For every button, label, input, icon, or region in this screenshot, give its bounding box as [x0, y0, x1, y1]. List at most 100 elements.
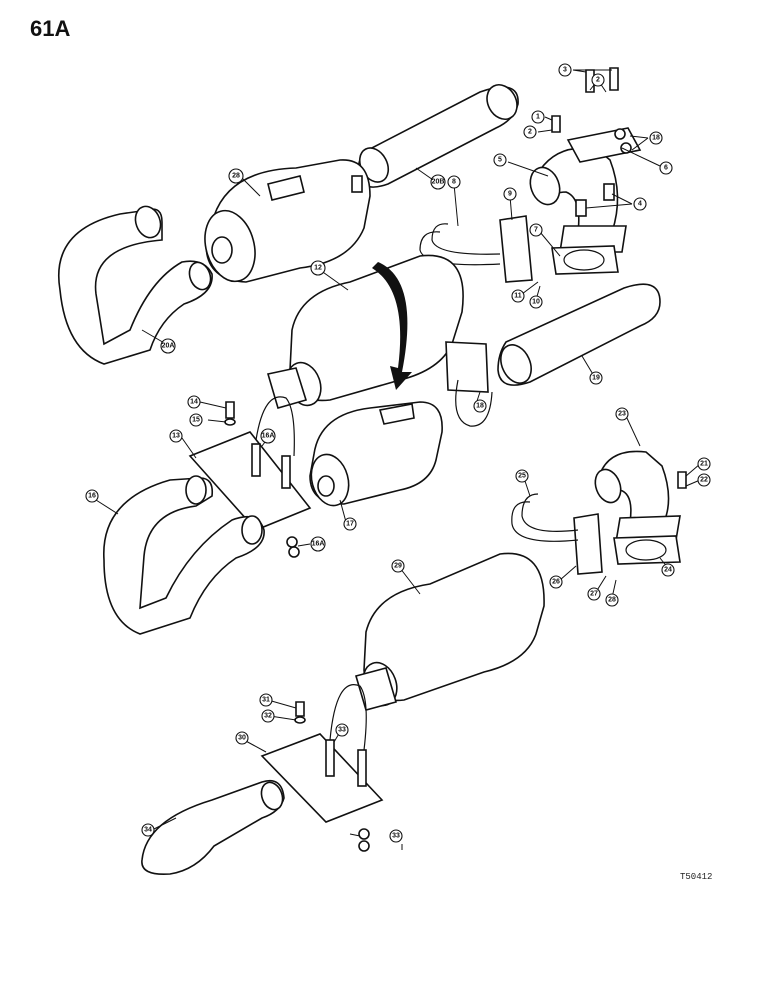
callout-16: 16 — [85, 489, 99, 503]
page-label: 61A — [30, 16, 71, 41]
elbow-23 — [594, 450, 681, 543]
muffler-29 — [355, 552, 545, 711]
callout-2: 2 — [523, 125, 537, 139]
svg-text:23: 23 — [618, 411, 626, 418]
svg-text:26: 26 — [552, 579, 560, 586]
callout-25: 25 — [515, 469, 529, 483]
svg-text:3: 3 — [563, 67, 567, 74]
svg-text:12: 12 — [314, 265, 322, 272]
callout-34: 34 — [141, 823, 155, 837]
tailpipe-20a — [58, 205, 213, 365]
svg-text:34: 34 — [144, 827, 152, 834]
mounting-plate-30 — [260, 684, 384, 823]
svg-text:28: 28 — [232, 173, 240, 180]
callout-26: 26 — [549, 575, 563, 589]
tailpipe-16 — [103, 475, 265, 635]
callout-17: 17 — [343, 517, 357, 531]
callout-22: 22 — [697, 473, 711, 487]
callout-24: 24 — [661, 563, 675, 577]
callout-18: 18 — [473, 399, 487, 413]
callout-28: 28 — [228, 168, 244, 184]
tailpipe-34 — [141, 779, 285, 876]
callout-27: 27 — [587, 587, 601, 601]
svg-text:15: 15 — [192, 417, 200, 424]
clamp-bracket-18 — [445, 341, 493, 427]
bolts-3 — [585, 67, 619, 93]
callout-33: 33 — [335, 723, 349, 737]
svg-text:11: 11 — [514, 293, 522, 300]
callout-29: 29 — [391, 559, 405, 573]
callout-31: 31 — [259, 693, 273, 707]
svg-text:29: 29 — [394, 563, 402, 570]
svg-text:22: 22 — [700, 477, 708, 484]
callout-14: 14 — [187, 395, 201, 409]
callout-32: 32 — [261, 709, 275, 723]
svg-text:10: 10 — [532, 299, 540, 306]
svg-text:28: 28 — [608, 597, 616, 604]
callout-8: 8 — [447, 175, 461, 189]
tailpipe-19 — [497, 283, 661, 386]
gasket-7 — [551, 245, 619, 275]
svg-text:16A: 16A — [262, 433, 275, 440]
bolt-31 — [295, 701, 305, 717]
drawing-code: T50412 — [680, 872, 713, 882]
muffler-28 — [204, 159, 371, 283]
svg-text:9: 9 — [508, 191, 512, 198]
callout-4: 4 — [633, 197, 647, 211]
washer-32 — [294, 716, 306, 724]
svg-text:18: 18 — [652, 135, 660, 142]
callout-15: 15 — [189, 413, 203, 427]
direction-arrow — [372, 262, 412, 390]
nuts-16a — [286, 536, 300, 558]
svg-text:32: 32 — [264, 713, 272, 720]
svg-text:1: 1 — [536, 114, 540, 121]
bolt-14 — [225, 401, 235, 419]
svg-text:18: 18 — [476, 403, 484, 410]
muffler-12 — [266, 254, 464, 409]
svg-text:30: 30 — [238, 735, 246, 742]
clamp-bracket-9 — [419, 215, 533, 283]
svg-text:24: 24 — [664, 567, 672, 574]
clamp-bracket-26 — [511, 493, 603, 575]
nuts-18 — [614, 128, 632, 154]
svg-text:31: 31 — [262, 697, 270, 704]
svg-text:25: 25 — [518, 473, 526, 480]
svg-text:16A: 16A — [312, 541, 325, 548]
callout-30: 30 — [235, 731, 249, 745]
svg-text:2: 2 — [596, 77, 600, 84]
bolt-1 — [551, 115, 561, 133]
svg-text:6: 6 — [664, 165, 668, 172]
svg-text:17: 17 — [346, 521, 354, 528]
callout-9: 9 — [503, 187, 517, 201]
callout-10: 10 — [529, 295, 543, 309]
washer-15 — [224, 418, 236, 426]
callout-6: 6 — [659, 161, 673, 175]
callout-11: 11 — [511, 289, 525, 303]
svg-text:33: 33 — [392, 833, 400, 840]
svg-text:13: 13 — [172, 433, 180, 440]
svg-text:19: 19 — [592, 375, 600, 382]
callout-16a: 16A — [310, 536, 326, 552]
callout-7: 7 — [529, 223, 543, 237]
callout-5: 5 — [493, 153, 507, 167]
svg-text:20A: 20A — [162, 343, 175, 350]
callout-18: 18 — [649, 131, 663, 145]
svg-text:20B: 20B — [432, 179, 445, 186]
muffler-17 — [309, 401, 443, 507]
mounting-plate-13 — [188, 396, 312, 531]
callout-19: 19 — [589, 371, 603, 385]
callout-2: 2 — [591, 73, 605, 87]
callout-1: 1 — [531, 110, 545, 124]
callout-28: 28 — [605, 593, 619, 607]
svg-text:33: 33 — [338, 727, 346, 734]
svg-text:16: 16 — [88, 493, 96, 500]
svg-text:4: 4 — [638, 201, 642, 208]
nuts-33 — [358, 828, 370, 852]
gasket-24 — [613, 535, 681, 565]
callout-20b: 20B — [430, 174, 446, 190]
bolt-21 — [677, 471, 687, 489]
tailpipe-20b — [357, 84, 519, 188]
callout-12: 12 — [310, 260, 326, 276]
svg-text:7: 7 — [534, 227, 538, 234]
